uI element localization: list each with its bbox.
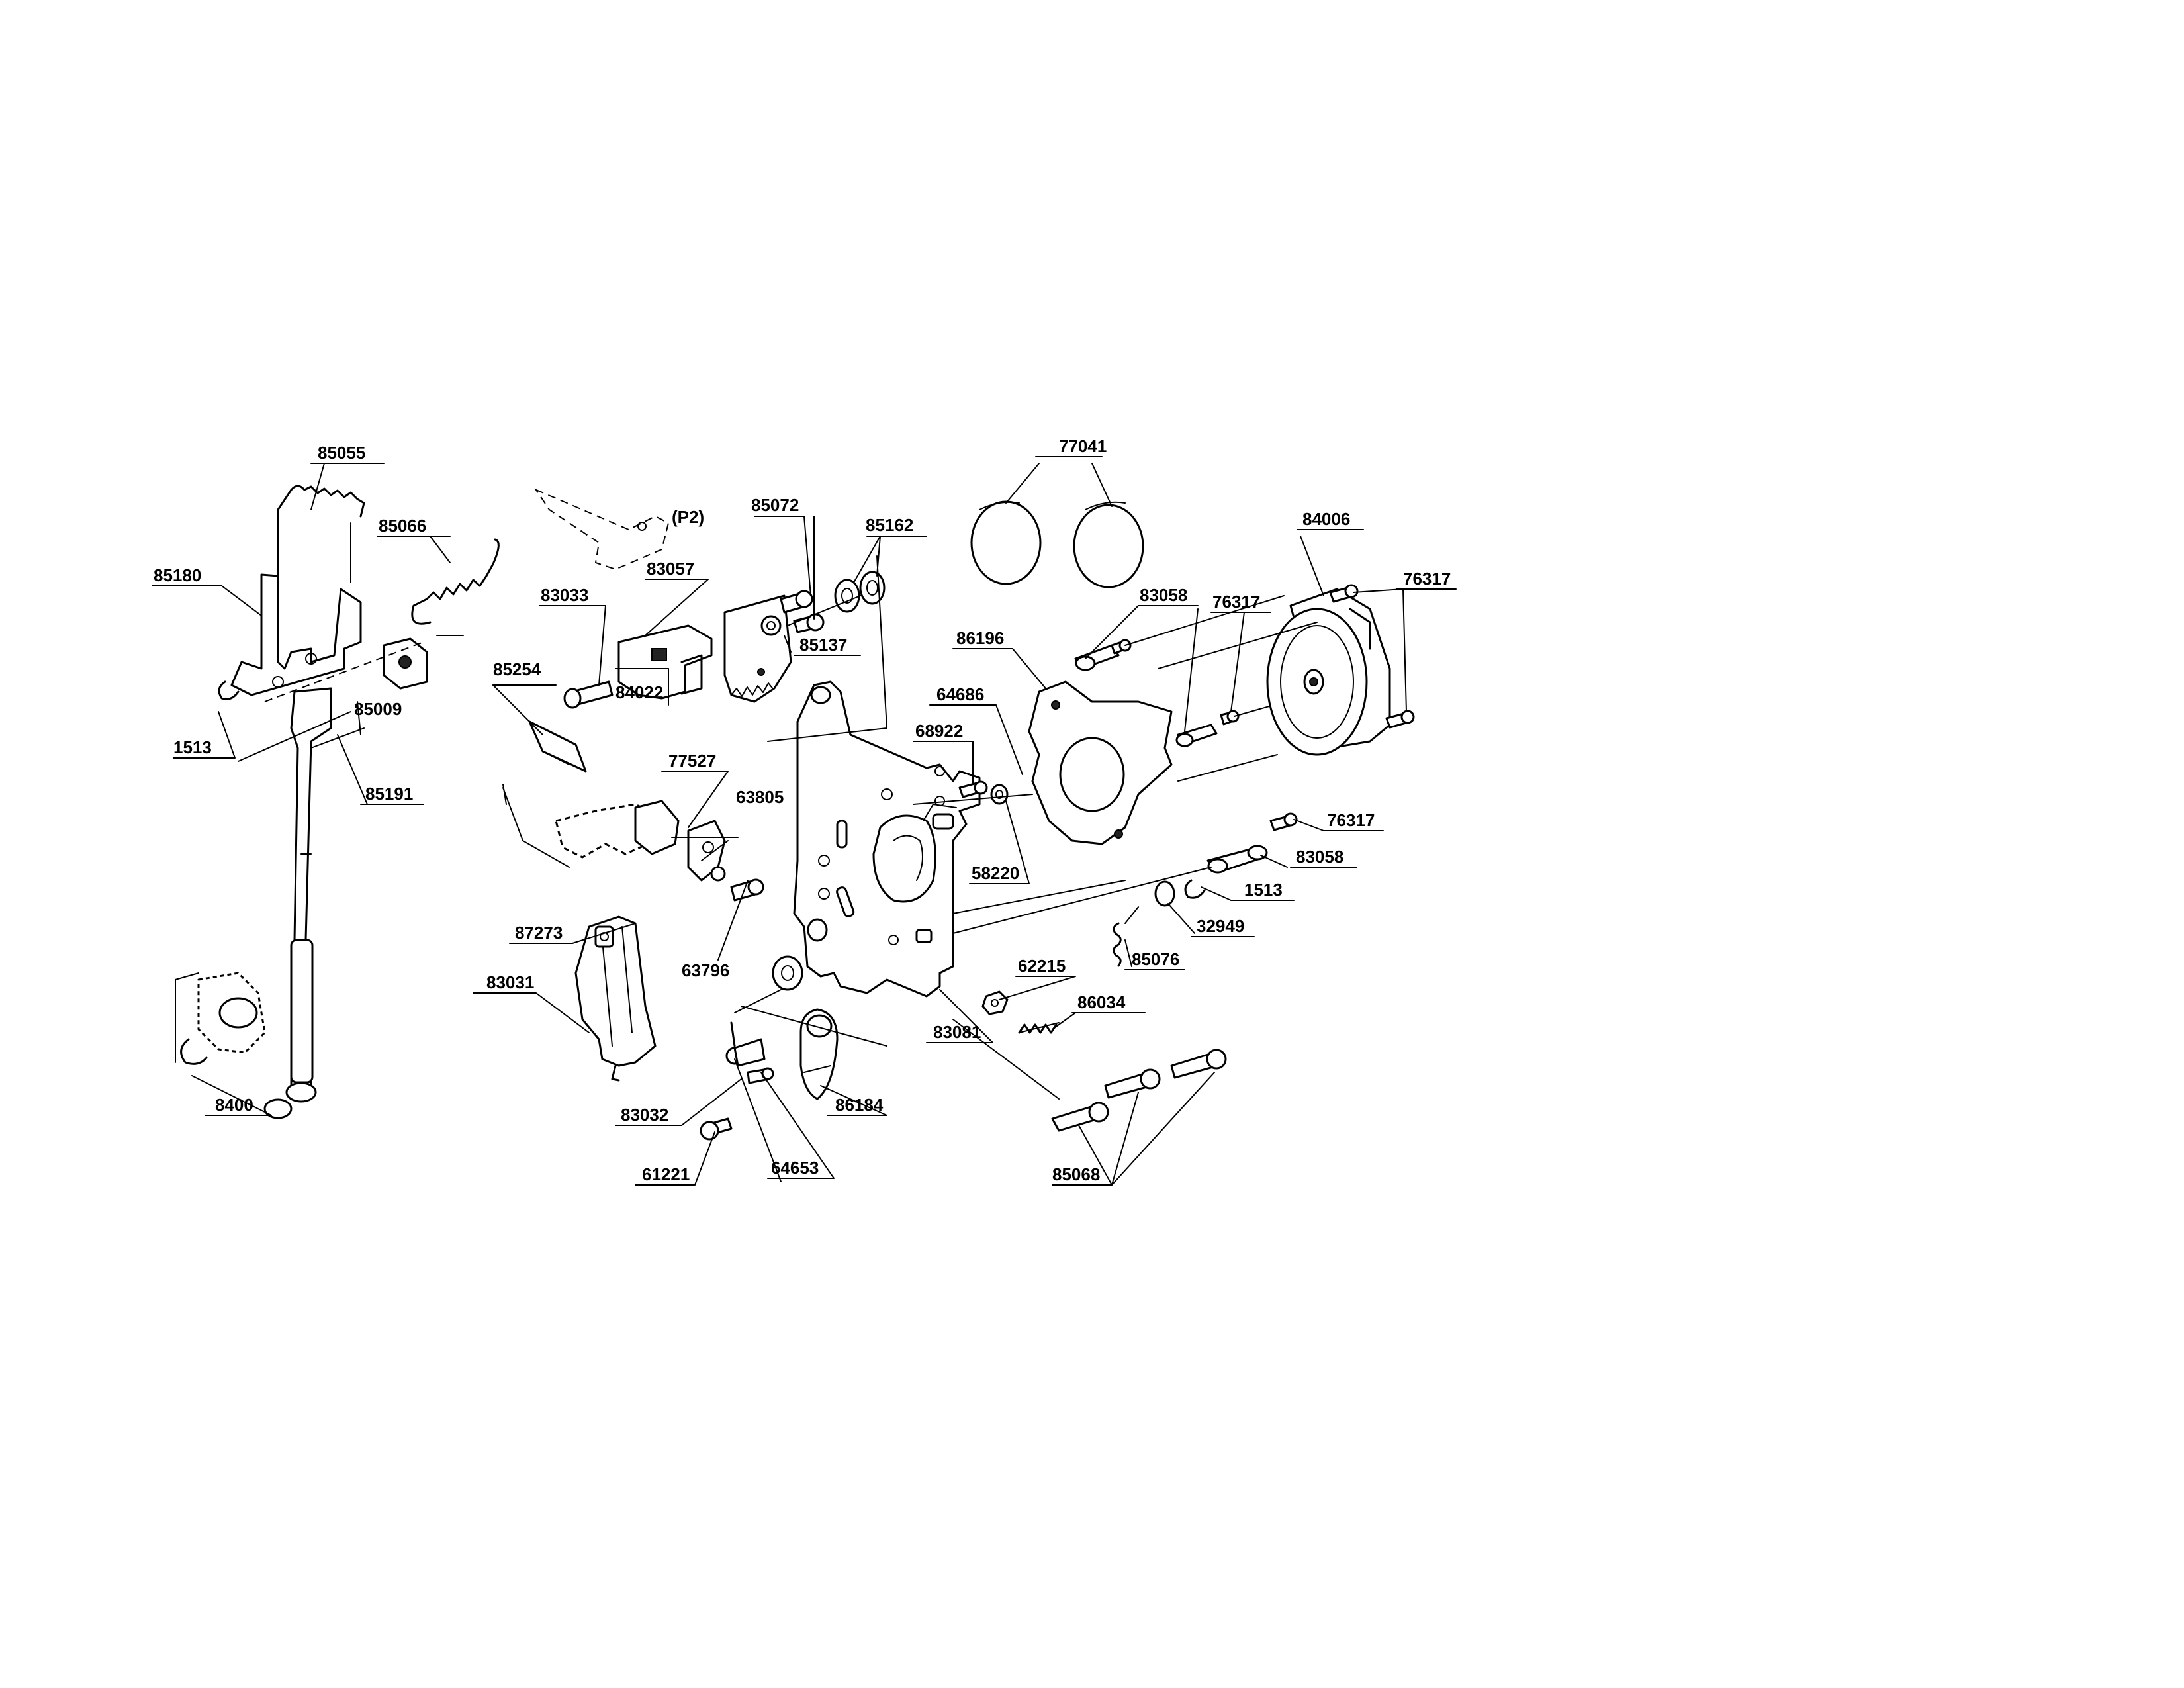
label-58220: 58220 xyxy=(972,863,1019,883)
slider-latch-assembly xyxy=(528,624,713,773)
label-83081: 83081 xyxy=(933,1022,981,1042)
lower-hardware xyxy=(952,812,1298,1132)
label-87273: 87273 xyxy=(515,923,563,943)
label-85055: 85055 xyxy=(318,443,365,463)
label-85191: 85191 xyxy=(365,784,413,804)
label-83058-top: 83058 xyxy=(1140,585,1187,605)
label-86184: 86184 xyxy=(835,1095,884,1115)
label-76317-mid: 76317 xyxy=(1212,592,1260,612)
label-84022: 84022 xyxy=(615,682,663,702)
lever-bracket-assembly xyxy=(175,485,500,1119)
label-63805: 63805 xyxy=(736,787,784,807)
label-83058-low: 83058 xyxy=(1296,847,1343,867)
upper-hardware xyxy=(1074,595,1298,747)
label-85009: 85009 xyxy=(354,699,402,719)
part-labels: (P2) 85055 85066 85180 85009 1513 85191 … xyxy=(154,436,1451,1184)
label-76317-low: 76317 xyxy=(1327,810,1375,830)
label-77527: 77527 xyxy=(668,751,716,771)
motor-84006 xyxy=(1158,584,1415,756)
label-84006: 84006 xyxy=(1302,509,1350,529)
label-63796: 63796 xyxy=(682,961,729,980)
motor-mount-plate xyxy=(913,680,1278,845)
latch-arm-assembly xyxy=(502,787,764,902)
label-1513-right: 1513 xyxy=(1244,880,1283,900)
label-68922: 68922 xyxy=(915,721,963,741)
small-gear-bracket xyxy=(700,955,887,1141)
label-77041: 77041 xyxy=(1059,436,1107,456)
label-85072: 85072 xyxy=(751,495,799,515)
label-83033: 83033 xyxy=(541,585,588,605)
label-83057: 83057 xyxy=(647,559,694,579)
label-85066: 85066 xyxy=(379,516,426,536)
main-frame-plate xyxy=(793,680,981,998)
p2-reference-outline xyxy=(534,488,670,571)
label-64686: 64686 xyxy=(936,684,984,704)
round-gaskets xyxy=(970,500,1144,588)
label-61221: 61221 xyxy=(642,1164,690,1184)
label-86196: 86196 xyxy=(956,628,1004,648)
label-83031: 83031 xyxy=(486,972,534,992)
label-85162: 85162 xyxy=(866,515,913,535)
label-1513-left: 1513 xyxy=(173,737,212,757)
label-8400: 8400 xyxy=(215,1095,253,1115)
sheet-note-p2: (P2) xyxy=(672,507,704,527)
label-85254: 85254 xyxy=(493,659,541,679)
label-64653: 64653 xyxy=(771,1158,819,1178)
gear-sector-assembly xyxy=(723,571,886,703)
label-83032: 83032 xyxy=(621,1105,668,1125)
label-86034: 86034 xyxy=(1077,992,1126,1012)
catch-plate-assembly xyxy=(574,915,657,1082)
label-32949: 32949 xyxy=(1197,916,1244,936)
label-62215: 62215 xyxy=(1018,956,1066,976)
label-85076: 85076 xyxy=(1132,949,1179,969)
label-85068: 85068 xyxy=(1052,1164,1100,1184)
leader-lines xyxy=(152,456,1457,1186)
label-85137: 85137 xyxy=(799,635,847,655)
label-85180: 85180 xyxy=(154,565,201,585)
label-76317-right: 76317 xyxy=(1403,569,1451,588)
